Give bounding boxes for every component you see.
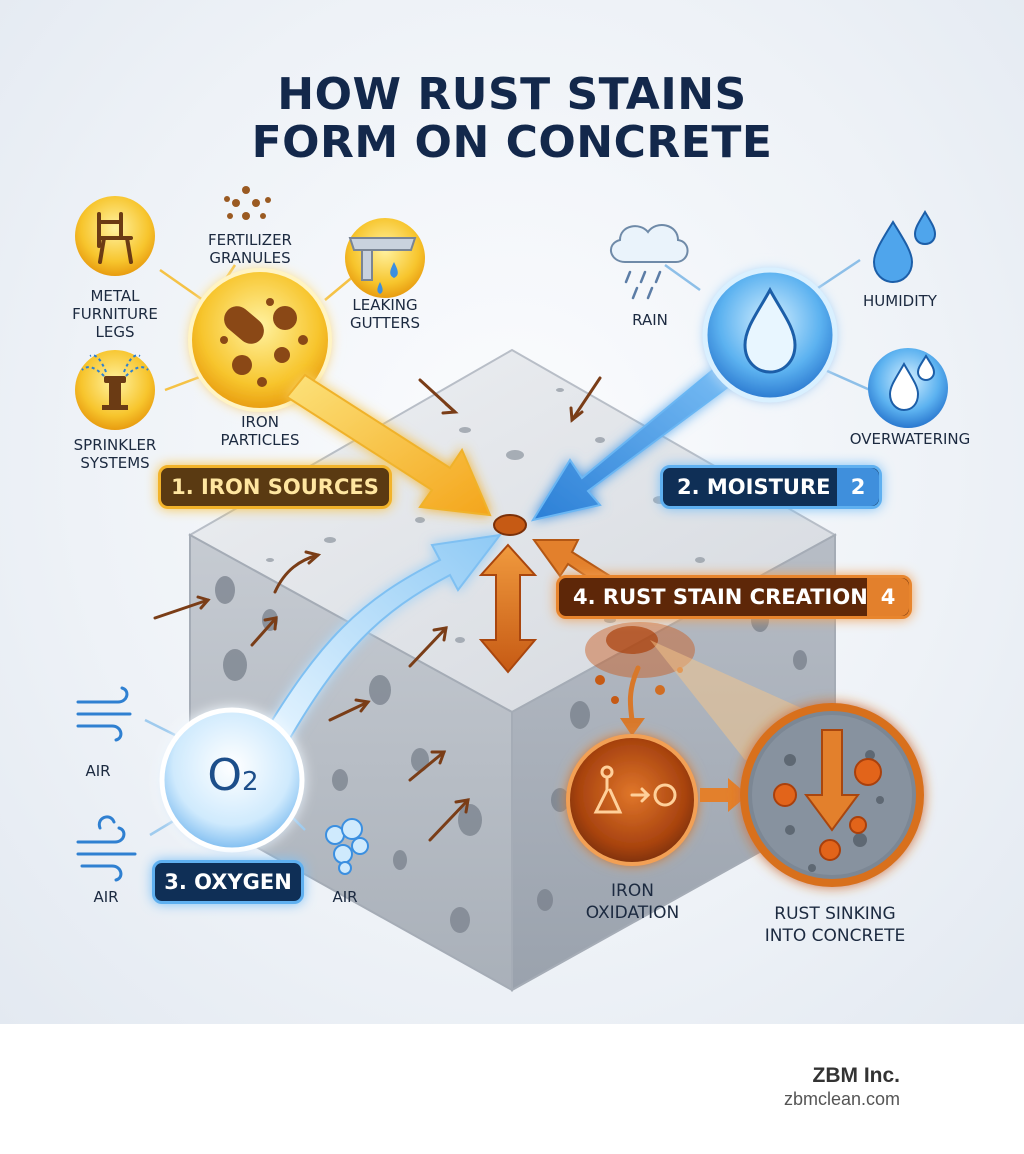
label-line: LEGS <box>95 323 135 341</box>
wind-icon-2 <box>76 815 137 882</box>
company-name: ZBM Inc. <box>812 1064 901 1087</box>
iron-particles-label: IRON PARTICLES <box>205 413 315 449</box>
gutters-label: LEAKING GUTTERS <box>335 296 435 332</box>
label-line: IRON <box>611 881 654 901</box>
step-moisture-label: 2. MOISTURE <box>677 475 831 499</box>
label-line: INTO CONCRETE <box>764 926 906 946</box>
o2-subscript: 2 <box>242 767 259 797</box>
rust-splotch <box>585 622 695 704</box>
wind-icon <box>76 686 132 742</box>
overwatering-icon <box>868 348 948 428</box>
label-line: PARTICLES <box>220 431 300 449</box>
step-oxygen: 3. OXYGEN <box>152 860 304 904</box>
company-website[interactable]: zbmclean.com <box>783 1089 900 1109</box>
label-line: GRANULES <box>209 249 291 267</box>
fertilizer-label: FERTILIZER GRANULES <box>190 231 310 267</box>
sprinkler-label: SPRINKLER SYSTEMS <box>60 436 170 472</box>
air-bubbles-icon <box>325 818 369 875</box>
iron-oxidation-label: IRON OXIDATION <box>570 880 695 924</box>
rust-creation-group <box>478 514 924 887</box>
rain-label: RAIN <box>632 311 668 329</box>
sprinkler-icon <box>75 350 155 430</box>
metal-furniture-label: METAL FURNITURE LEGS <box>65 287 165 341</box>
title-line-2: FORM ON CONCRETE <box>251 117 773 168</box>
label-line: SYSTEMS <box>80 454 150 472</box>
humidity-drops-icon <box>872 210 937 284</box>
label-line: GUTTERS <box>349 314 421 332</box>
title-line-1: HOW RUST STAINS <box>277 69 747 120</box>
rust-spot <box>493 514 527 536</box>
humidity-label: HUMIDITY <box>863 292 937 310</box>
diagram-svg <box>75 186 948 992</box>
step-moisture-badge: 2 <box>837 468 879 506</box>
label-line: SPRINKLER <box>73 436 157 454</box>
label-line: FURNITURE <box>72 305 158 323</box>
footer <box>0 1024 1024 1154</box>
label-line: IRON <box>241 413 279 431</box>
air-label-2: AIR <box>93 888 119 906</box>
diagram-background: HOW RUST STAINS FORM ON CONCRETE METAL F… <box>0 0 1024 1024</box>
fertilizer-granules-icon <box>224 186 271 220</box>
iron-arrow <box>285 373 492 517</box>
step-rust-stain: 4. RUST STAIN CREATION 4 <box>556 575 912 619</box>
oxygen-molecule-icon <box>159 707 305 853</box>
step-iron-sources: 1. IRON SOURCES <box>158 465 392 509</box>
iron-sources-group <box>75 186 492 517</box>
step-rust-stain-label: 4. RUST STAIN CREATION <box>573 585 868 609</box>
label-line: FERTILIZER <box>208 231 292 249</box>
air-label-1: AIR <box>85 762 111 780</box>
label-line: RUST SINKING <box>774 904 896 924</box>
chair-icon <box>75 196 155 276</box>
label-line: OXIDATION <box>585 903 680 923</box>
air-label-3: AIR <box>332 888 358 906</box>
label-line: LEAKING <box>352 296 418 314</box>
diffusion-arrows <box>153 376 602 842</box>
iron-oxidation-icon <box>566 734 698 866</box>
brand-block: ZBM Inc. zbmclean.com <box>784 1064 900 1110</box>
label-line: METAL <box>90 287 140 305</box>
vertical-exchange-arrow <box>478 543 538 674</box>
rain-cloud-icon <box>610 224 689 300</box>
moisture-group <box>530 210 948 522</box>
overwatering-label: OVERWATERING <box>849 430 971 448</box>
gutter-icon <box>345 218 425 298</box>
step-moisture: 2. MOISTURE 2 <box>660 465 882 509</box>
o2-letter: O <box>207 750 243 801</box>
oxygen-group <box>76 533 503 882</box>
step-rust-stain-badge: 4 <box>867 578 909 616</box>
moisture-arrow <box>530 358 742 522</box>
o2-symbol: O2 <box>188 750 278 808</box>
rust-sinking-label: RUST SINKING INTO CONCRETE <box>745 903 925 947</box>
